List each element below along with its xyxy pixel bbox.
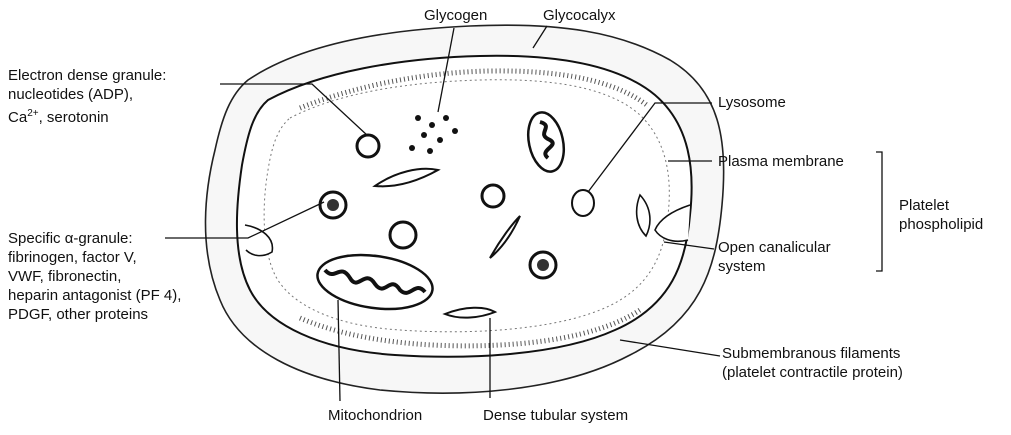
specific-granule-line4: heparin antagonist (PF 4), (8, 286, 181, 305)
label-lysosome: Lysosome (718, 93, 786, 112)
submembranous-line1: Submembranous filaments (722, 344, 903, 363)
label-plasma-membrane: Plasma membrane (718, 152, 844, 171)
label-mitochondrion: Mitochondrion (328, 406, 422, 425)
label-electron-dense-granule: Electron dense granule: nucleotides (ADP… (8, 66, 166, 127)
open-canalicular-line1: Open canalicular (718, 238, 831, 257)
specific-granule-line3: VWF, fibronectin, (8, 267, 181, 286)
platelet-phospholipid-line2: phospholipid (899, 215, 983, 234)
open-canalicular-line2: system (718, 257, 831, 276)
electron-dense-line1: Electron dense granule: (8, 66, 166, 85)
label-glycocalyx: Glycocalyx (543, 6, 616, 25)
electron-dense-granule (357, 135, 379, 157)
submembranous-line2: (platelet contractile protein) (722, 363, 903, 382)
granule-2 (390, 222, 416, 248)
specific-granule-line1: Specific α-granule: (8, 229, 181, 248)
granule-1 (482, 185, 504, 207)
label-platelet-phospholipid: Platelet phospholipid (899, 196, 983, 234)
calcium-superscript: 2+ (27, 108, 38, 119)
label-open-canalicular-system: Open canalicular system (718, 238, 831, 276)
platelet-phospholipid-line1: Platelet (899, 196, 983, 215)
label-submembranous-filaments: Submembranous filaments (platelet contra… (722, 344, 903, 382)
label-specific-alpha-granule: Specific α-granule: fibrinogen, factor V… (8, 229, 181, 324)
lysosome (572, 190, 594, 216)
label-glycogen: Glycogen (424, 6, 487, 25)
label-dense-tubular-system: Dense tubular system (483, 406, 628, 425)
electron-dense-line2: nucleotides (ADP), (8, 85, 166, 104)
electron-dense-line3: Ca2+, serotonin (8, 104, 166, 127)
specific-granule-line5: PDGF, other proteins (8, 305, 181, 324)
calcium-suffix: , serotonin (39, 109, 109, 126)
calcium-prefix: Ca (8, 109, 27, 126)
specific-granule-line2: fibrinogen, factor V, (8, 248, 181, 267)
